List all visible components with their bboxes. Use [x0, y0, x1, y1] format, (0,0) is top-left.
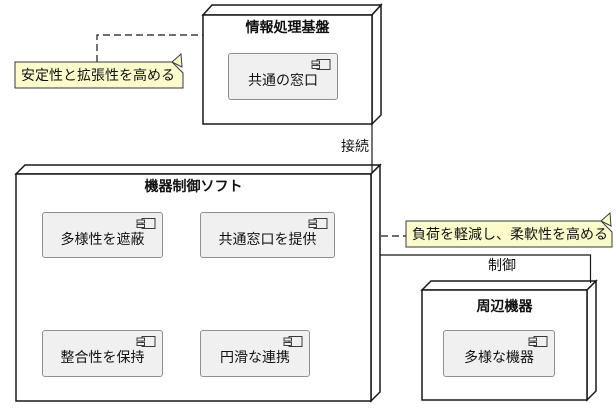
component-icon	[136, 336, 156, 347]
note-stability-connector	[96, 34, 203, 62]
note-fold-corner	[171, 52, 183, 68]
component-icon	[311, 59, 331, 70]
component-label: 多様な機器	[464, 349, 534, 365]
component-label: 共通の窓口	[248, 72, 318, 88]
note-body	[14, 61, 184, 89]
note-load-text: 負荷を軽減し、柔軟性を高める	[412, 226, 608, 242]
component-icon	[283, 336, 303, 347]
node-right-face	[586, 279, 597, 402]
node-top-face	[201, 4, 383, 16]
component-provide-common-window: 共通窓口を提供	[200, 212, 335, 258]
component-common-window: 共通の窓口	[228, 53, 338, 100]
note-body	[405, 220, 613, 248]
node-title-info-platform: 情報処理基盤	[245, 19, 330, 35]
component-icon	[528, 336, 548, 347]
node-title-peripherals: 周辺機器	[476, 298, 533, 314]
component-icon	[136, 218, 156, 229]
node-top-face	[14, 164, 382, 175]
node-shell-device-control	[14, 163, 382, 403]
component-hide-diversity: 多様性を遮蔽	[42, 212, 163, 258]
note-load-shape	[405, 211, 613, 248]
edge-control-line	[380, 254, 592, 283]
component-various-devices: 多様な機器	[443, 330, 555, 377]
component-keep-consistency: 整合性を保持	[42, 330, 163, 377]
node-title-device-control: 機器制御ソフト	[144, 178, 243, 194]
note-fold-corner	[600, 211, 612, 227]
edge-label-connect: 接続	[341, 138, 369, 154]
note-stability-shape	[14, 52, 184, 89]
edge-label-control: 制御	[488, 257, 516, 273]
note-stability-text: 安定性と拡張性を高める	[21, 67, 175, 83]
component-icon	[308, 218, 328, 229]
node-right-face	[370, 163, 381, 403]
component-smooth-cooperation: 円滑な連携	[200, 330, 310, 377]
component-label: 共通窓口を提供	[218, 230, 317, 247]
component-label: 整合性を保持	[60, 349, 145, 365]
component-label: 多様性を遮蔽	[60, 230, 145, 247]
component-label: 円滑な連携	[220, 349, 290, 365]
node-right-face	[371, 3, 382, 126]
node-top-face	[420, 280, 598, 291]
